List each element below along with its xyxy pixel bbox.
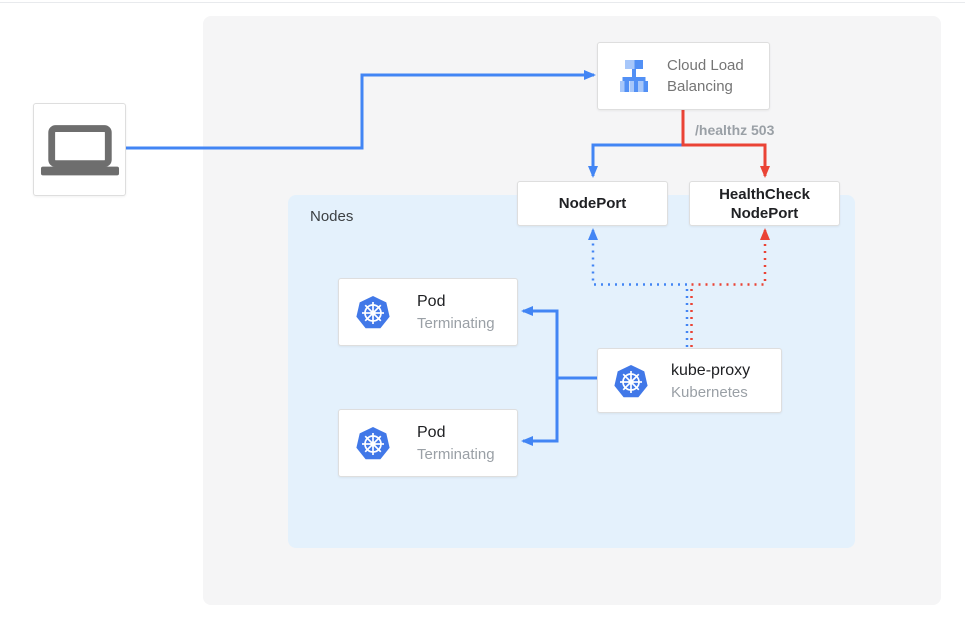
healthz-status-label: /healthz 503 [695, 122, 775, 138]
pod-status: Terminating [417, 315, 495, 332]
kube-proxy-title: kube-proxy [671, 361, 751, 379]
pod-node-2: Pod Terminating [338, 409, 518, 477]
kubernetes-icon [611, 361, 651, 401]
kubernetes-icon [353, 423, 393, 463]
pod-title: Pod [417, 293, 446, 310]
kube-proxy-subtitle: Kubernetes [671, 383, 748, 401]
kube-proxy-text: kube-proxy Kubernetes [671, 359, 750, 403]
laptop-icon [40, 123, 120, 177]
cloud-load-balancing-icon [613, 55, 655, 97]
cloud-load-balancing-label: Cloud Load Balancing [667, 57, 744, 95]
top-divider [0, 2, 965, 3]
pod-status: Terminating [417, 446, 495, 463]
cloud-load-balancing-node: Cloud Load Balancing [597, 42, 770, 110]
pod-node-1: Pod Terminating [338, 278, 518, 346]
pod-title: Pod [417, 424, 446, 441]
kubernetes-icon [353, 292, 393, 332]
client-node [33, 103, 126, 196]
healthcheck-nodeport-node: HealthCheck NodePort [689, 181, 840, 226]
nodeport-node: NodePort [517, 181, 668, 226]
nodes-group-label: Nodes [310, 208, 354, 225]
healthcheck-nodeport-label-line1: HealthCheck [719, 185, 810, 203]
healthcheck-nodeport-label-line2: NodePort [730, 204, 799, 222]
kube-proxy-node: kube-proxy Kubernetes [597, 348, 782, 413]
pod-text: Pod Terminating [417, 421, 495, 465]
pod-text: Pod Terminating [417, 290, 495, 334]
nodeport-label: NodePort [558, 195, 627, 212]
